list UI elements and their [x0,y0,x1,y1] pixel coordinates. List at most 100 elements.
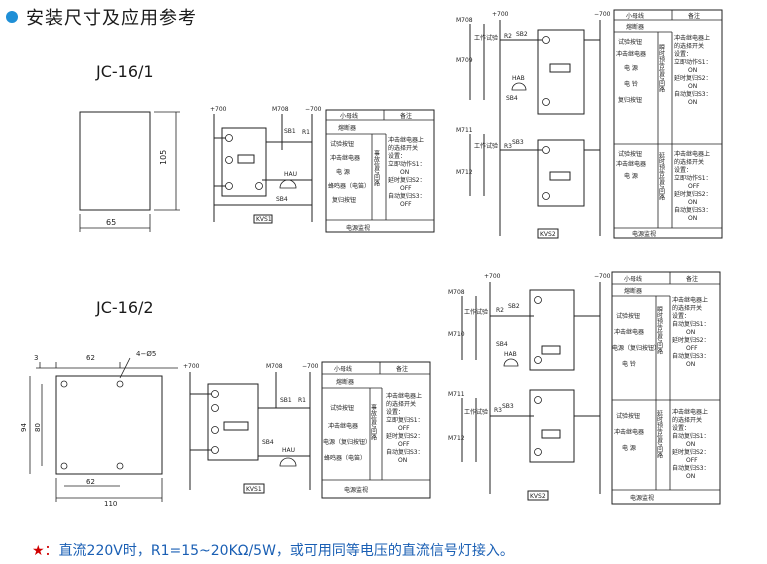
relay-box-4a [529,289,575,371]
svg-text:自动复归S3：: 自动复归S3： [674,206,712,214]
spec-table-2: 小母线 备注 熔断器 试验按钮 冲击继电器 电源（复归按钮） 蜂鸣器（电笛） 电… [321,361,431,499]
bus-m712-label: M712 [456,169,473,176]
svg-text:设置：: 设置： [672,424,690,432]
r1-label: R1 [298,397,306,404]
table3-row: 电 源 [624,172,638,180]
dim-width-1: 65 [106,218,116,227]
sb3-label: SB3 [512,139,524,146]
svg-text:冲击继电器上: 冲击继电器上 [672,408,708,416]
star-icon: ★： [32,543,59,559]
model-label-1: JC-16/1 [96,62,154,81]
hau-label-1: HAU [284,171,297,178]
dim-h1-2: 94 [20,423,28,432]
bus-neg-label: −700 [594,273,611,280]
table1-head-note: 备注 [400,112,412,120]
circuit-1: +700 M708 −700 SB1 R1 HAU SB4 KVS1 [210,106,322,224]
section-title: 安装尺寸及应用参考 [26,8,197,29]
work-label: 工作 [474,142,486,150]
outline-rect-1 [79,111,151,211]
svg-text:自动复归S3：: 自动复归S3： [674,90,712,98]
bus-m711-label: M711 [456,127,473,134]
svg-text:立即动作S1：: 立即动作S1： [674,174,712,182]
r3-label: R3 [504,143,512,150]
svg-text:ON: ON [688,83,697,90]
test-label: 试验 [476,408,488,416]
table3-row: 电 铃 [624,80,638,88]
table2-mid: 事故信号回路 [370,403,377,441]
work-label: 工作 [464,308,476,316]
bus-m708-label: M708 [272,106,289,113]
svg-text:延时复归S2：: 延时复归S2： [672,336,710,344]
kvs1-label-2: KVS1 [246,486,262,493]
dim-h2-2: 80 [34,423,42,432]
buzzer-icon [279,179,297,189]
svg-text:冲击继电器上: 冲击继电器上 [388,136,424,144]
bus-m711-label: M711 [448,391,465,398]
dim-edge-2: 3 [34,354,38,362]
r2-label: R2 [496,307,504,314]
bullet-dot-icon [6,11,18,23]
circuit-2: +700 M708 −700 SB1 R1 HAU SB4 KVS1 [183,363,319,494]
svg-text:冲击继电器上: 冲击继电器上 [386,392,422,400]
table4-row: 冲击继电器 [614,328,644,336]
footnote: ★：直流220V时，R1=15~20KΩ/5W，或可用同等电压的直流信号灯接入。 [32,540,514,560]
bell-icon [511,82,527,91]
svg-text:ON: ON [398,457,407,464]
table3-mid-a: 瞬时预告信号回路 [658,43,665,93]
svg-text:延时复归S2：: 延时复归S2： [672,448,710,456]
svg-text:的选择开关: 的选择开关 [672,416,702,424]
svg-text:的选择开关: 的选择开关 [386,400,416,408]
table3-row: 熔断器 [626,23,644,31]
dim-total-2: 110 [104,500,117,508]
kvs1-label-1: KVS1 [256,216,272,223]
table2-row: 熔断器 [336,378,354,386]
table2-row: 电源监视 [344,486,368,494]
svg-text:自动复归S3：: 自动复归S3： [672,352,710,360]
sb1-label: SB1 [280,397,292,404]
circuit-4: +700 −700 M708 M710 M711 M712 工作 试验 工作 试… [448,273,611,501]
dim-height-1: 105 [159,150,168,165]
table4-row: 电源（复归按钮） [612,344,660,352]
table4-head-bus: 小母线 [624,275,642,283]
table3-note-b: 冲击继电器上 的选择开关 设置： 立即动作S1： OFF 延时复归S2： ON … [674,150,712,222]
section-header: 安装尺寸及应用参考 [6,4,197,30]
sb4-label-3: SB4 [506,95,518,102]
bus-m710-label: M710 [448,331,465,338]
bus-m709-label: M709 [456,57,473,64]
bus-pos-label: +700 [210,106,227,113]
bus-pos-label: +700 [183,363,200,370]
table4-row: 电源监视 [630,494,654,502]
table3-note-a: 冲击继电器上 的选择开关 设置： 立即动作S1： ON 延时复归S2： ON 自… [674,34,712,106]
r2-label: R2 [504,33,512,40]
table1-mid: 事故信号回路 [373,149,380,187]
table1-row: 冲击继电器 [330,154,360,162]
svg-text:OFF: OFF [686,345,698,352]
table2-head-bus: 小母线 [334,365,352,373]
table1-row: 熔断器 [338,124,356,132]
hab-label: HAB [504,351,517,358]
table4-mid-b: 延时预告信号回路 [656,409,663,459]
svg-text:OFF: OFF [688,183,700,190]
sb4-label-1: SB4 [276,196,288,203]
svg-text:ON: ON [686,441,695,448]
sb4-label-2: SB4 [262,439,274,446]
hab-label: HAB [512,75,525,82]
table4-row: 电 源 [622,444,636,452]
svg-text:OFF: OFF [398,441,410,448]
table4-row: 电 铃 [622,360,636,368]
test-label: 试验 [486,142,498,150]
svg-text:ON: ON [688,215,697,222]
svg-text:延时复归S2：: 延时复归S2： [386,432,424,440]
svg-text:延时复归S2：: 延时复归S2： [674,74,712,82]
mount-hole-icon [116,380,124,388]
svg-text:ON: ON [688,199,697,206]
svg-text:ON: ON [688,99,697,106]
table1-row: 电源监视 [346,224,370,232]
test-label: 试验 [476,308,488,316]
svg-text:的选择开关: 的选择开关 [674,158,704,166]
bus-m708-label: M708 [448,289,465,296]
buzzer-icon [279,457,297,467]
svg-text:冲击继电器上: 冲击继电器上 [674,150,710,158]
svg-text:自动复归S3：: 自动复归S3： [672,464,710,472]
table4-note-a: 冲击继电器上 的选择开关 设置： 自动复归S1： ON 延时复归S2： OFF … [672,296,710,368]
